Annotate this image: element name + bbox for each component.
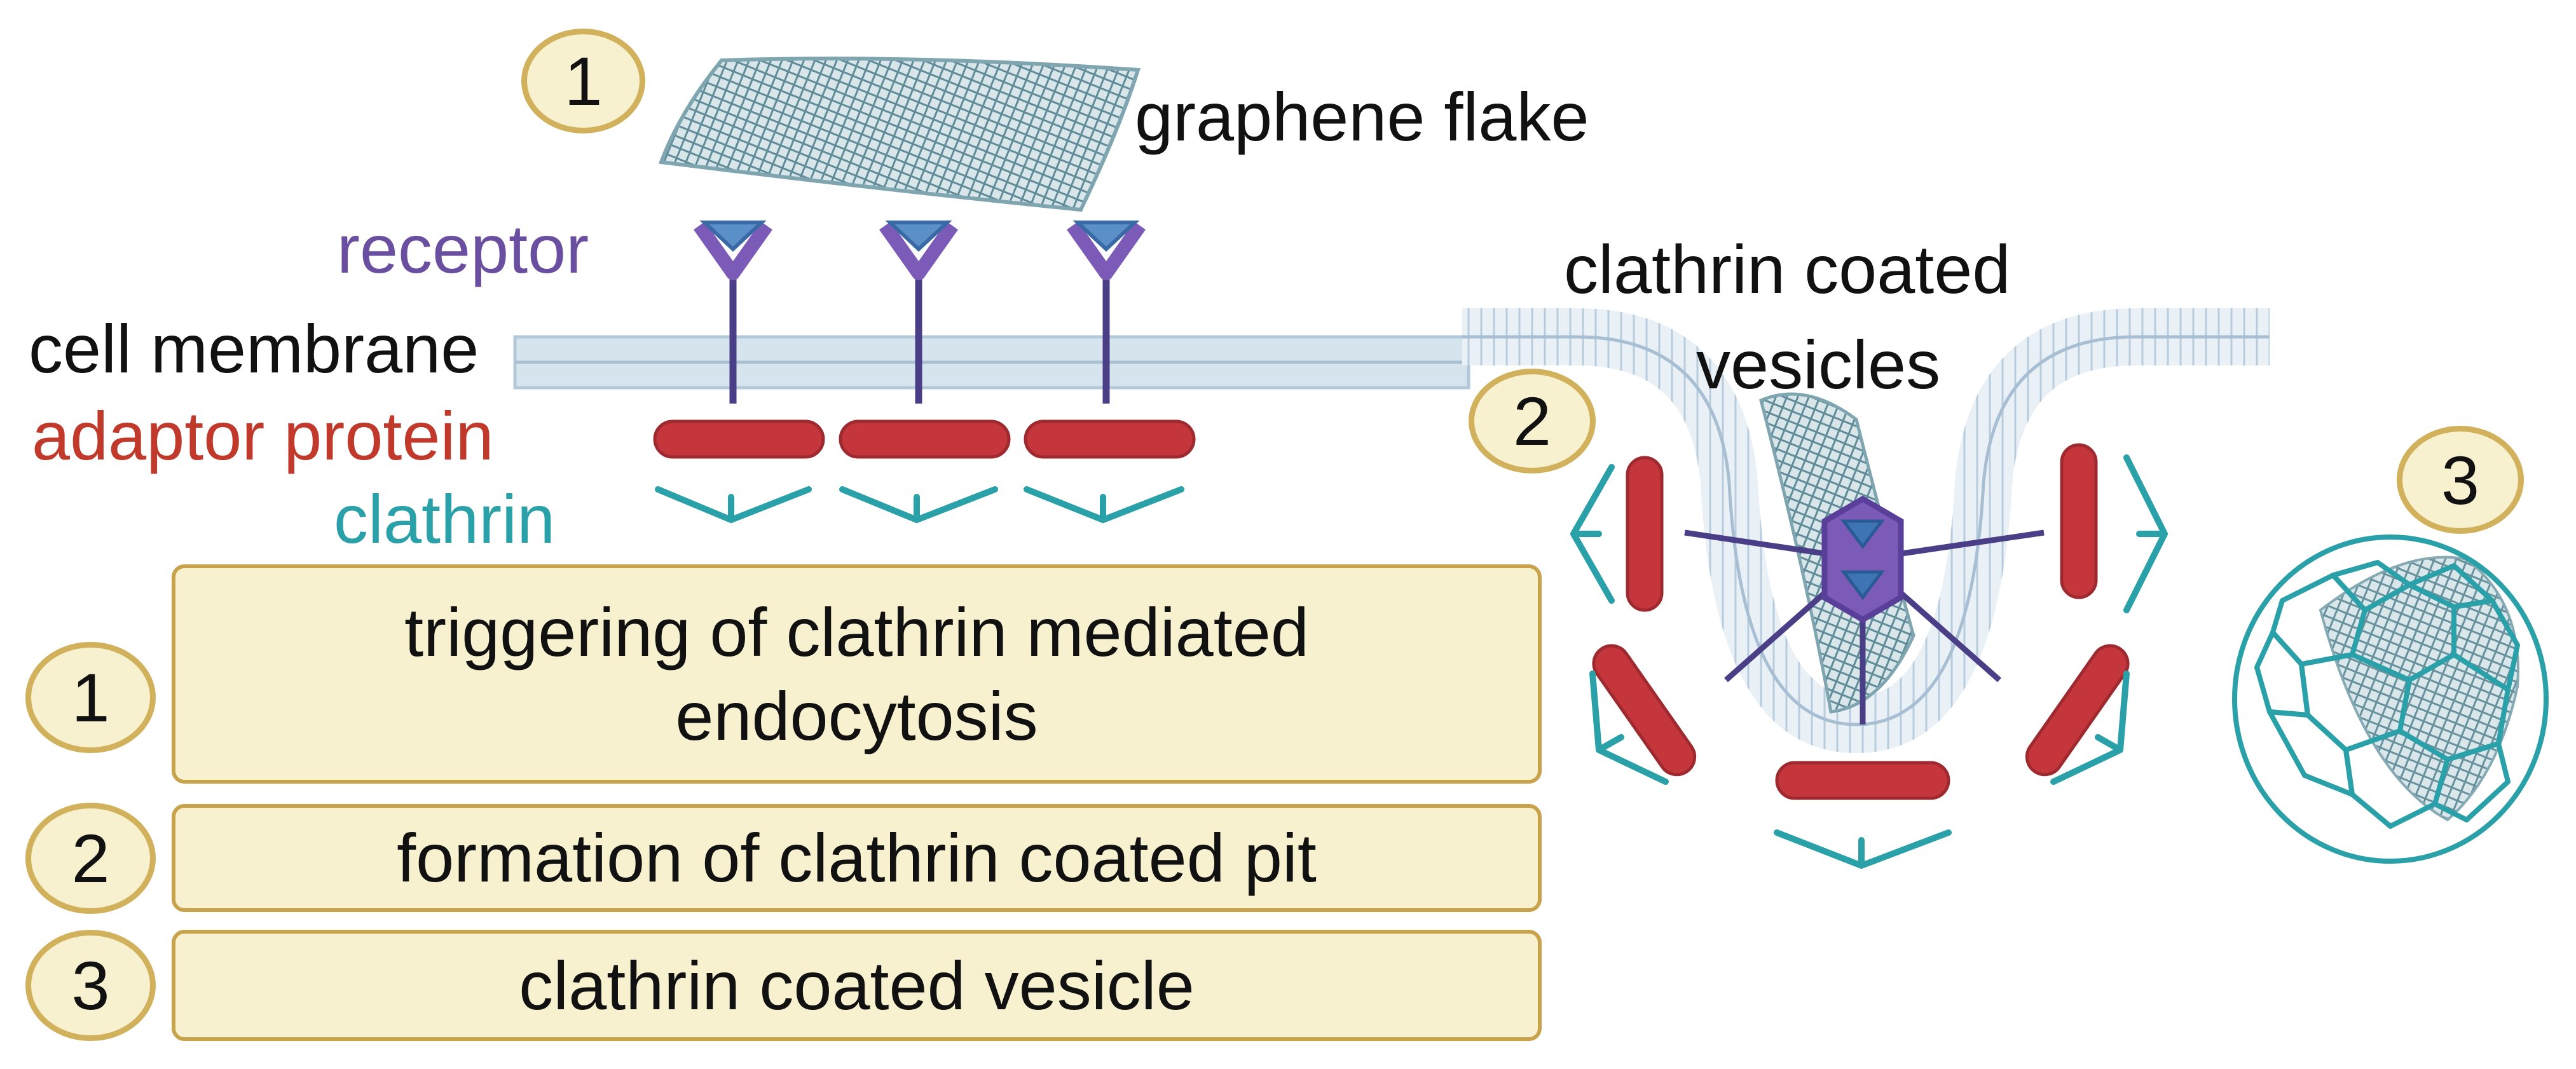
receptor-2 [879,221,958,404]
clathrin-label: clathrin [334,480,556,557]
badge-vesicle-step: 3 [2397,426,2524,534]
adaptor-protein-group [653,419,1196,459]
receptor-3 [1067,221,1146,404]
cell-membrane-label: cell membrane [29,310,479,387]
clathrin-cage [2232,534,2549,864]
clathrin-group [655,486,1184,524]
badge-pit-step: 2 [1469,369,1596,473]
legend-step-2: formation of clathrin coated pit [172,804,1542,912]
clathrin-coated-vesicles-label-line1: clathrin coated [1564,231,2011,308]
receptor-hub [1684,495,2045,725]
pit-clathrin [1570,454,2168,869]
pit-adaptor-proteins [1592,443,2130,800]
legend-badge-3: 3 [25,930,156,1041]
clathrin-coated-vesicles-label-line2: vesicles [1696,326,1941,403]
legend-step-3: clathrin coated vesicle [172,930,1542,1041]
receptor-label: receptor [337,210,589,287]
receptor-group [694,221,1146,404]
graphene-flake-shape [658,57,1141,212]
legend-step-1: triggering of clathrin mediated endocyto… [172,564,1542,784]
legend-badge-1: 1 [25,642,156,753]
adaptor-protein-label: adaptor protein [32,397,494,474]
graphene-flake-label: graphene flake [1135,78,1589,155]
badge-graphene-step: 1 [521,29,645,133]
legend-badge-2: 2 [25,803,156,914]
receptor-1 [694,221,772,404]
